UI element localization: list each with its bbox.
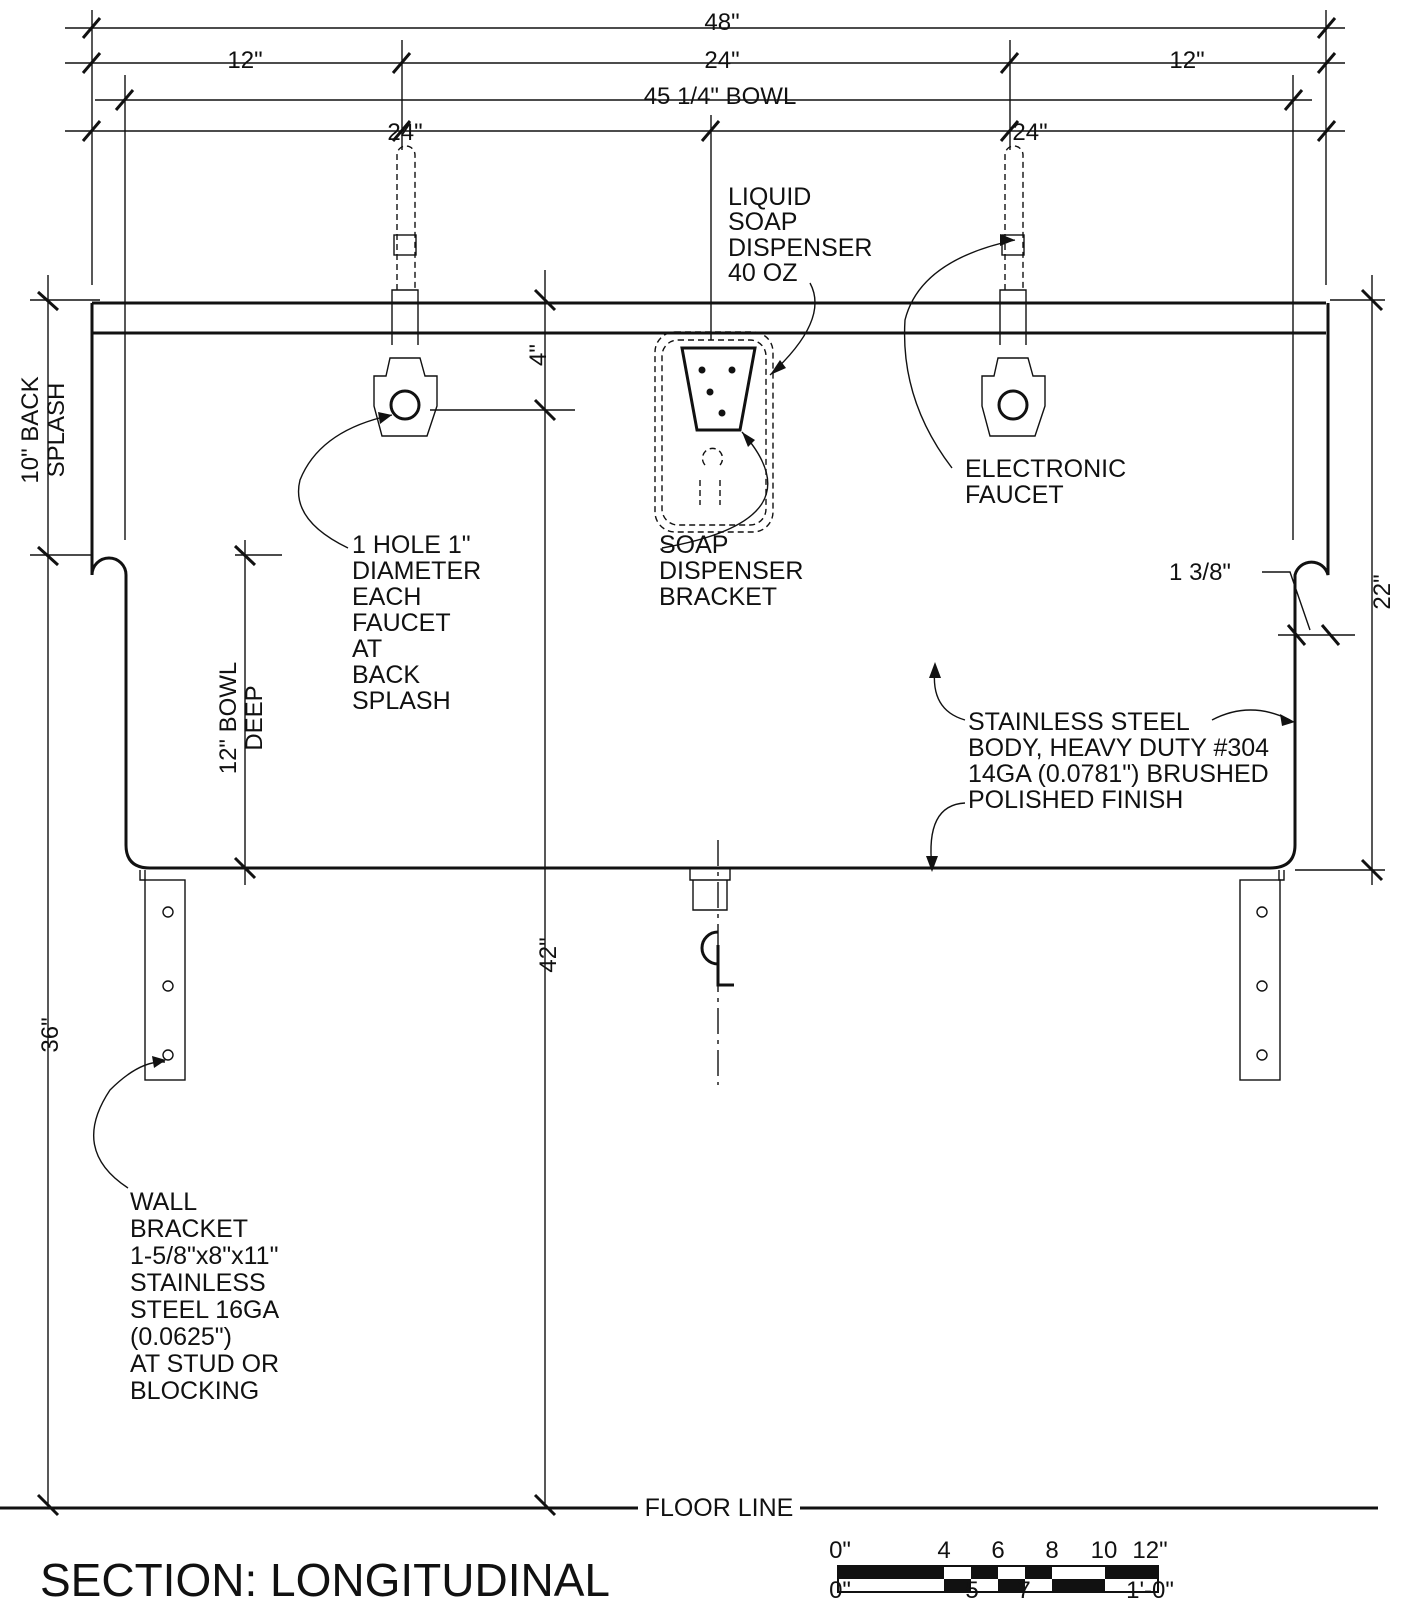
left-wall-bracket (139, 870, 186, 1081)
body-material-line2: BODY, HEAVY DUTY #304 (968, 734, 1269, 762)
wall-bracket-line6: (0.0625") (130, 1323, 232, 1351)
liquid-soap-line4: 40 OZ (728, 259, 797, 287)
scale-bottom-5: 5 (965, 1577, 978, 1600)
scale-bottom-1ft: 1'-0" (1126, 1577, 1174, 1600)
wall-bracket-line8: BLOCKING (130, 1377, 259, 1405)
soap-bracket-line2: DISPENSER (659, 557, 803, 585)
dimension-lines-vertical (30, 270, 1385, 1517)
liquid-soap-dispenser (654, 331, 774, 533)
sink-body (90, 301, 1330, 911)
drawing-title: SECTION: LONGITUDINAL (40, 1554, 610, 1600)
soap-bracket-line3: BRACKET (659, 583, 777, 611)
wall-bracket-line1: WALL (130, 1188, 197, 1216)
dim-bowl-width: 45 1/4" BOWL (644, 83, 797, 110)
scale-bottom-7: 7 (1017, 1577, 1030, 1600)
scale-top-8: 8 (1045, 1537, 1058, 1564)
wall-bracket-line7: AT STUD OR (130, 1350, 279, 1378)
faucet-hole-line2: DIAMETER (352, 557, 481, 585)
faucet-hole-line7: SPLASH (352, 687, 451, 715)
soap-bracket-line1: SOAP (659, 531, 728, 559)
wall-bracket-line5: STEEL 16GA (130, 1296, 279, 1324)
liquid-soap-line2: SOAP (728, 208, 797, 236)
faucet-hole-line3: EACH (352, 583, 421, 611)
faucet-hole-line5: AT (352, 635, 382, 663)
callout-electronic-faucet: ELECTRONIC FAUCET (965, 455, 1126, 509)
dim-faucet-offset: 4" (525, 344, 552, 366)
wall-bracket-line4: STAINLESS (130, 1269, 266, 1297)
dim-bowl-deep-line1: 12" BOWL (215, 662, 242, 775)
centerline (700, 840, 734, 1085)
dim-overall-height: 22" (1369, 574, 1396, 609)
left-electronic-faucet (373, 145, 438, 437)
floor-line-label: FLOOR LINE (645, 1494, 794, 1522)
leader-lines (92, 234, 1295, 1189)
wall-bracket-line3: 1-5/8"x8"x11" (130, 1242, 278, 1270)
scale-top-6: 6 (991, 1537, 1004, 1564)
faucet-hole-line6: BACK (352, 661, 420, 689)
dimension-labels: 48" 12" 24" 12" 45 1/4" BOWL 24" 24" 10"… (17, 9, 1396, 1053)
wall-bracket-line2: BRACKET (130, 1215, 248, 1243)
scale-top-0: 0" (829, 1537, 851, 1564)
right-wall-bracket (1239, 870, 1285, 1081)
liquid-soap-line3: DISPENSER (728, 234, 872, 262)
dim-overall-width: 48" (704, 9, 739, 36)
faucet-hole-line1: 1 HOLE 1" (352, 531, 471, 559)
scale-bar-labels: 0" 4 6 8 10 12" 0" 5 7 1'-0" (829, 1537, 1174, 1600)
right-electronic-faucet (981, 145, 1046, 437)
dimension-lines-top (65, 10, 1345, 540)
scale-top-10: 10 (1091, 1537, 1118, 1564)
dim-back-splash-line1: 10" BACK (17, 376, 44, 483)
dim-rim-radius: 1 3/8" (1169, 559, 1231, 586)
faucet-hole-line4: FAUCET (352, 609, 451, 637)
scale-top-12: 12" (1132, 1537, 1167, 1564)
scale-bottom-0: 0" (829, 1577, 851, 1600)
body-material-line4: POLISHED FINISH (968, 786, 1183, 814)
callout-liquid-soap: LIQUID SOAP DISPENSER 40 OZ (728, 183, 872, 287)
dim-rim-height: 36" (37, 1017, 64, 1052)
dim-right-offset: 12" (1169, 47, 1204, 74)
dim-faucet-height: 42" (535, 937, 562, 972)
body-material-line3: 14GA (0.0781") BRUSHED (968, 760, 1269, 788)
callout-soap-bracket: SOAP DISPENSER BRACKET (659, 531, 803, 611)
scale-top-4: 4 (937, 1537, 950, 1564)
body-material-line1: STAINLESS STEEL (968, 708, 1190, 736)
dim-center-span: 24" (704, 47, 739, 74)
dim-back-splash-line2: SPLASH (43, 383, 70, 478)
electronic-faucet-line1: ELECTRONIC (965, 455, 1126, 483)
dim-bowl-deep-line2: DEEP (241, 685, 268, 750)
scale-bar (837, 1565, 1159, 1593)
dim-faucet-right-spacing: 24" (1012, 119, 1047, 146)
dim-faucet-left-spacing: 24" (387, 119, 422, 146)
liquid-soap-line1: LIQUID (728, 183, 811, 211)
callout-faucet-hole: 1 HOLE 1" DIAMETER EACH FAUCET AT BACK S… (352, 531, 481, 715)
dim-left-offset: 12" (227, 47, 262, 74)
electronic-faucet-line2: FAUCET (965, 481, 1064, 509)
callout-body-material: STAINLESS STEEL BODY, HEAVY DUTY #304 14… (968, 708, 1269, 814)
callout-wall-bracket: WALL BRACKET 1-5/8"x8"x11" STAINLESS STE… (130, 1188, 279, 1405)
